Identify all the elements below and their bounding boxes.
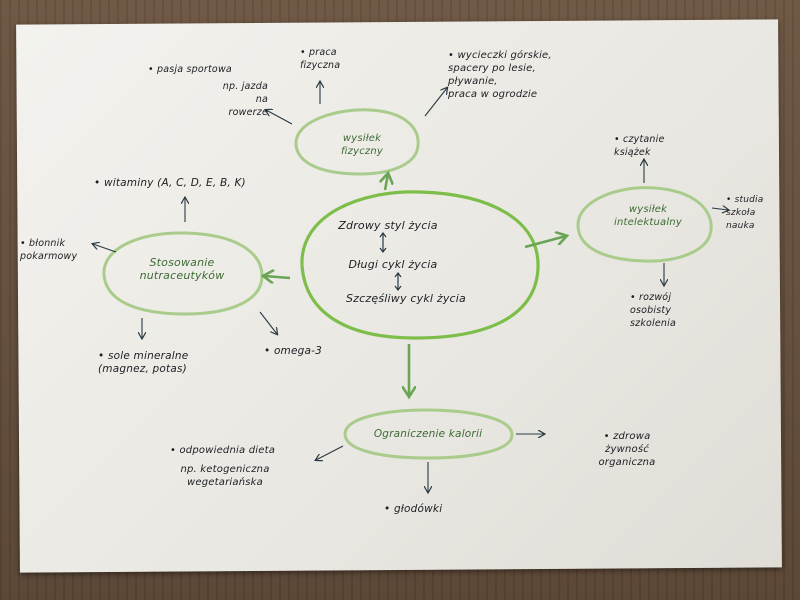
arrow-nutra-to-omega — [259, 311, 277, 334]
center-double-arrow-1 — [379, 232, 387, 253]
calories-item-diet: odpowiednia dieta — [170, 444, 330, 457]
center-line-healthy-lifestyle: Zdrowy styl życia — [338, 219, 438, 232]
intellectual-item-reading: czytanie książek — [614, 133, 694, 159]
center-double-arrow-2 — [394, 272, 402, 291]
nutra-item-vitamins: witaminy (A, C, D, E, B, K) — [94, 177, 294, 190]
center-line-happy-life: Szczęśliwy cykl życia — [345, 292, 466, 305]
intellectual-item-development: rozwój osobisty szkolenia — [630, 291, 710, 330]
physical-item-work: praca fizyczna — [300, 46, 386, 72]
arrow-physical-to-trips — [424, 88, 447, 117]
physical-item-sport: pasja sportowa — [148, 63, 278, 76]
center-ellipse — [300, 190, 540, 340]
nutra-item-omega: omega-3 — [264, 345, 354, 358]
calories-item-organic: zdrowa żywność organiczna — [562, 430, 692, 469]
arrow-physical-to-sport — [266, 110, 293, 125]
physical-item-trips: wycieczki górskie, spacery po lesie, pły… — [448, 49, 582, 101]
center-line-long-life: Długi cykl życia — [348, 258, 438, 271]
calories-item-fasting: głodówki — [384, 503, 474, 516]
physical-node-label: wysiłek fizyczny — [340, 133, 384, 157]
calories-item-diet-example: np. ketogeniczna wegetariańska — [180, 464, 270, 488]
nutra-node-label: Stosowanie nutraceutyków — [139, 256, 225, 282]
arrow-center-to-physical — [385, 174, 388, 191]
physical-item-sport-example: np. jazda na rowerze — [222, 81, 268, 118]
physical-node-ellipse — [294, 108, 420, 176]
calories-node-ellipse — [343, 408, 514, 460]
arrow-center-to-intellectual — [524, 236, 566, 249]
intellectual-item-studies: studia szkoła nauka — [726, 194, 778, 233]
arrow-center-to-nutra — [264, 276, 291, 278]
calories-node-label: Ograniczenie kalorii — [373, 428, 483, 440]
intellectual-node-label: wysiłek intelektualny — [614, 204, 682, 228]
nutra-item-fiber: błonnik pokarmowy — [20, 237, 98, 263]
intellectual-node-ellipse — [576, 186, 713, 263]
nutra-item-minerals: sole mineralne (magnez, potas) — [98, 350, 248, 376]
